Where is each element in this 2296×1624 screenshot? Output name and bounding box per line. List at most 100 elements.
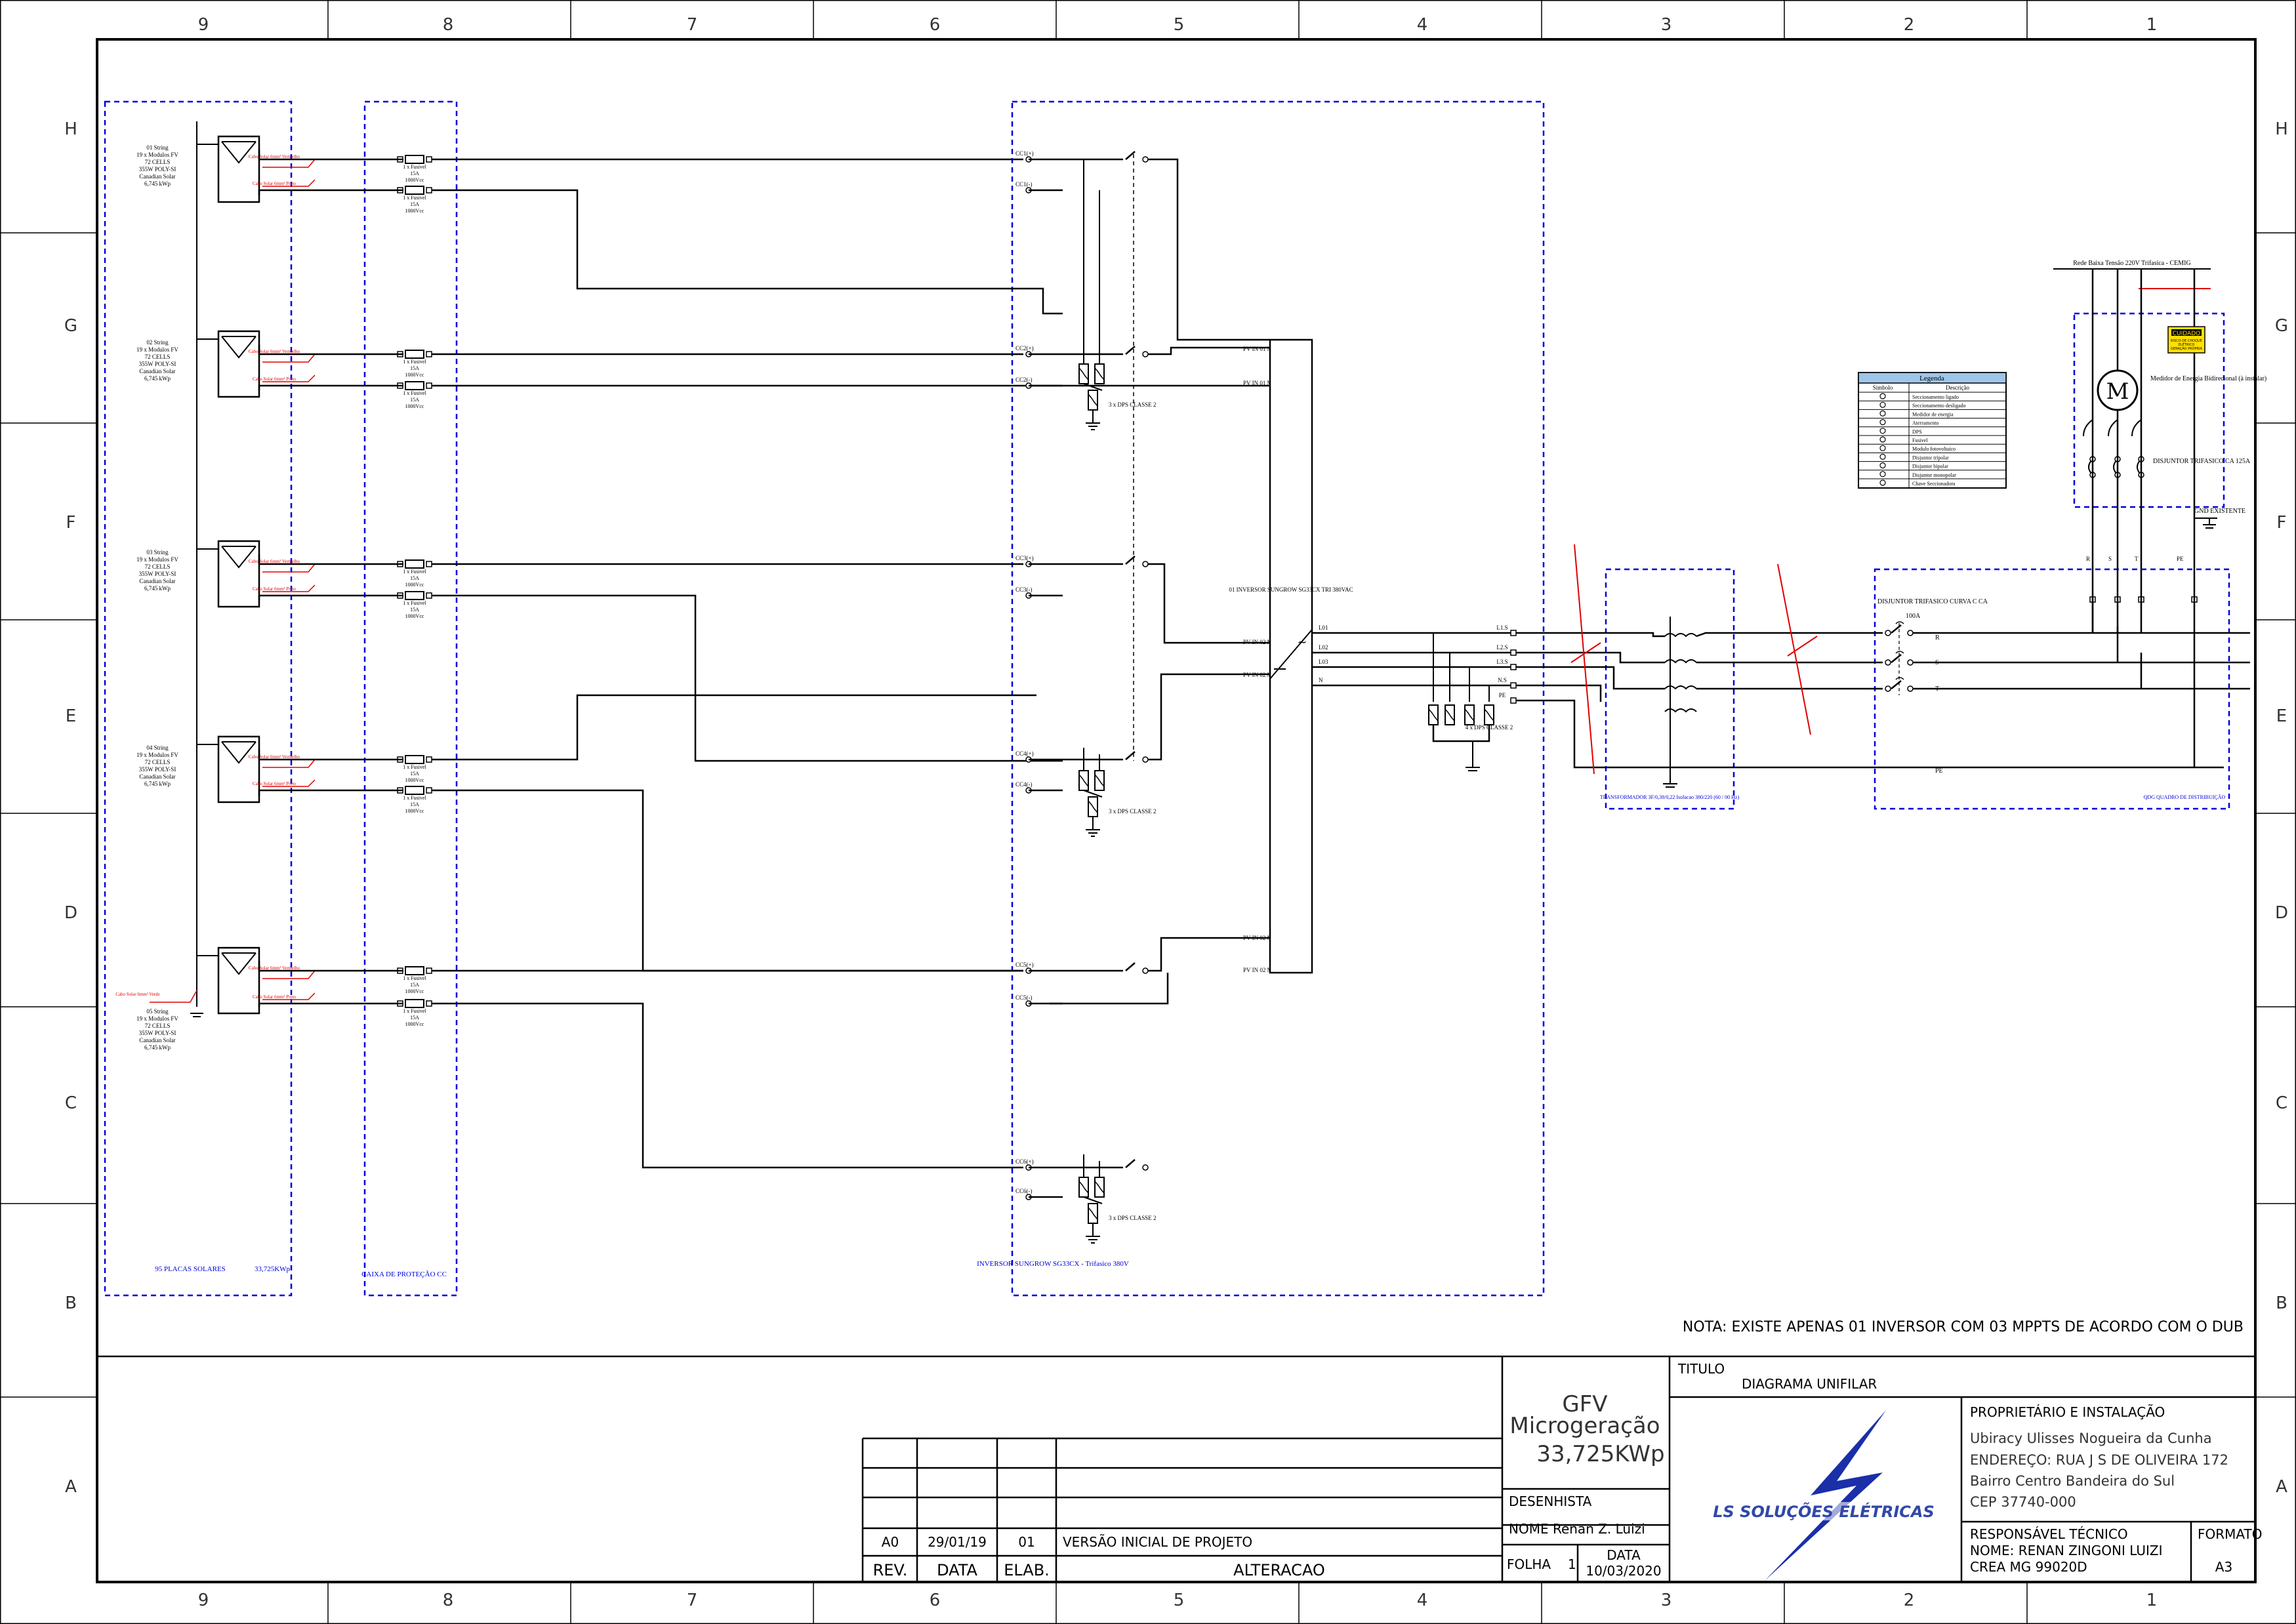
- string-line: Canadian Solar: [139, 1037, 175, 1044]
- fuse-label: 15A: [410, 397, 419, 403]
- breaker-contact: [1885, 659, 1891, 666]
- dps-mark: [1088, 394, 1098, 407]
- breaker-blade: [1891, 624, 1902, 634]
- cable-leader: [262, 584, 316, 592]
- meter-lead: [2131, 419, 2142, 437]
- string-neg-wire: [258, 189, 403, 195]
- string-pos-wire: [258, 750, 403, 761]
- fuse: [405, 559, 424, 569]
- zone-column-bottom: 5: [1174, 1591, 1185, 1610]
- legend-row-desc: Seccionamento desligado: [1912, 403, 1966, 409]
- legend-row-desc: DPS: [1912, 429, 1922, 435]
- zone-row-left: A: [65, 1477, 77, 1497]
- breaker-blade: [1891, 654, 1902, 663]
- switch-blade: [1125, 1159, 1136, 1168]
- breaker-rating: 100A: [1906, 613, 1921, 620]
- grid-connection: Rede Baixa Tensão 220V Trifasica - CEMIG…: [2053, 260, 2266, 767]
- legend-symbol: [1879, 462, 1886, 469]
- string-line: 19 x Modulos FV: [136, 152, 178, 158]
- string-line: 72 CELLS: [145, 759, 171, 765]
- owner-line-4: CEP 37740-000: [1970, 1494, 2076, 1510]
- meter-lead: [2108, 419, 2118, 437]
- zone-row-right: E: [2276, 706, 2287, 726]
- legend-row-desc: Chave Seccionadora: [1912, 481, 1956, 487]
- string-line: 19 x Modulos FV: [136, 556, 178, 563]
- string-line: 355W POLY-SI: [139, 1030, 176, 1036]
- fuse: [405, 786, 424, 795]
- string-line: 6,745 kWp: [144, 1044, 171, 1051]
- fuse-label: 15A: [410, 802, 419, 807]
- fuse: [405, 999, 424, 1008]
- dps-label: 3 x DPS CLASSE 2: [1109, 808, 1157, 815]
- legend-row-desc: Disjuntor bipolar: [1912, 464, 1948, 470]
- fuse-label: 1 x Fusivel: [403, 795, 426, 801]
- dc-route: [432, 694, 1036, 761]
- owner-label: PROPRIETÁRIO E INSTALAÇÃO: [1970, 1404, 2165, 1420]
- mppt-feed: [1148, 346, 1270, 355]
- string-line: 72 CELLS: [145, 563, 171, 570]
- inverter-box-label: INVERSOR SUNGROW SG33CX - Trifasico 380V: [977, 1260, 1129, 1268]
- string-line: 355W POLY-SI: [139, 571, 176, 577]
- warning-line-1: RISCO DE CHOQUE: [2171, 339, 2202, 343]
- switch-contact: [1142, 351, 1149, 357]
- zone-row-left: D: [64, 903, 77, 923]
- legend-symbol: [1879, 393, 1886, 399]
- mppt-feed: [1148, 563, 1270, 644]
- fuse-terminal: [426, 967, 432, 974]
- zone-row-left: C: [65, 1093, 77, 1113]
- string-line: Canadian Solar: [139, 773, 175, 780]
- panels-box-label: 95 PLACAS SOLARES: [155, 1265, 226, 1273]
- legend-symbol: [1879, 453, 1886, 460]
- diagram-note: NOTA: EXISTE APENAS 01 INVERSOR COM 03 M…: [1683, 1319, 2244, 1335]
- fuse-label: 1 x Fusivel: [403, 164, 426, 170]
- string-line: 72 CELLS: [145, 354, 171, 360]
- fuse-label: 1000Vcc: [405, 777, 424, 783]
- inverter-input-label: PV IN 02 MPPT02: [1243, 672, 1288, 678]
- string-line: Canadian Solar: [139, 578, 175, 584]
- string-title: 01 String: [146, 144, 169, 151]
- ac-line: [1516, 632, 1665, 638]
- project-power: 33,725KWp: [1536, 1441, 1664, 1467]
- legend-row-desc: Seccionamento ligado: [1912, 394, 1959, 400]
- rev-date: 29/01/19: [928, 1534, 987, 1550]
- cable-neg-label: Cabo Solar 6mm² Preto: [253, 181, 297, 186]
- zone-column-bottom: 7: [687, 1591, 698, 1610]
- fuse: [405, 186, 424, 195]
- string-neg-wire: [258, 594, 403, 600]
- legend-symbol: [1879, 401, 1886, 408]
- fuse-label: 1000Vcc: [405, 208, 424, 214]
- dps-label: 3 x DPS CLASSE 2: [1109, 401, 1157, 408]
- meter-lead: [2083, 419, 2093, 437]
- cable-leader: [262, 159, 316, 168]
- grid-phase-r: R: [2086, 556, 2090, 562]
- pv-module: [217, 135, 260, 203]
- string-title: 05 String: [146, 1008, 169, 1015]
- qd-label: QDG QUADRO DE DISTRIBUIÇÃO: [2144, 794, 2226, 800]
- cc-label: CC4(-): [1015, 781, 1033, 788]
- fuse-terminal: [426, 592, 432, 599]
- resp-label: RESPONSÁVEL TÉCNICO: [1970, 1526, 2128, 1542]
- fuse-terminal: [426, 1000, 432, 1007]
- string-line: 72 CELLS: [145, 1023, 171, 1029]
- cc-label: CC5(-): [1015, 994, 1033, 1001]
- ac-label: L3.S: [1496, 659, 1507, 665]
- folha-value: 1: [1568, 1556, 1576, 1572]
- dc-route: [432, 1002, 1023, 1169]
- pv-module-symbol: [221, 336, 256, 359]
- zone-row-left: B: [65, 1293, 77, 1313]
- cable-pos-label: Cabo Solar 6mm² Vermelho: [249, 559, 300, 564]
- grid-ground-label: GND EXISTENTE: [2194, 508, 2245, 515]
- fuse-label: 1000Vcc: [405, 403, 424, 409]
- cable-leader: [262, 759, 316, 768]
- crea: CREA MG 99020D: [1970, 1559, 2087, 1575]
- zone-row-right: C: [2276, 1093, 2287, 1113]
- ac-terminal: [1510, 649, 1517, 656]
- switch-blade: [1125, 151, 1136, 160]
- grid-breaker-label: DISJUNTOR TRIFASICO CA 125A: [2153, 458, 2251, 465]
- string-line: 355W POLY-SI: [139, 766, 176, 773]
- cc-label: CC1(-): [1015, 181, 1033, 188]
- fuse-terminal: [426, 561, 432, 567]
- switch-contact: [1142, 756, 1149, 763]
